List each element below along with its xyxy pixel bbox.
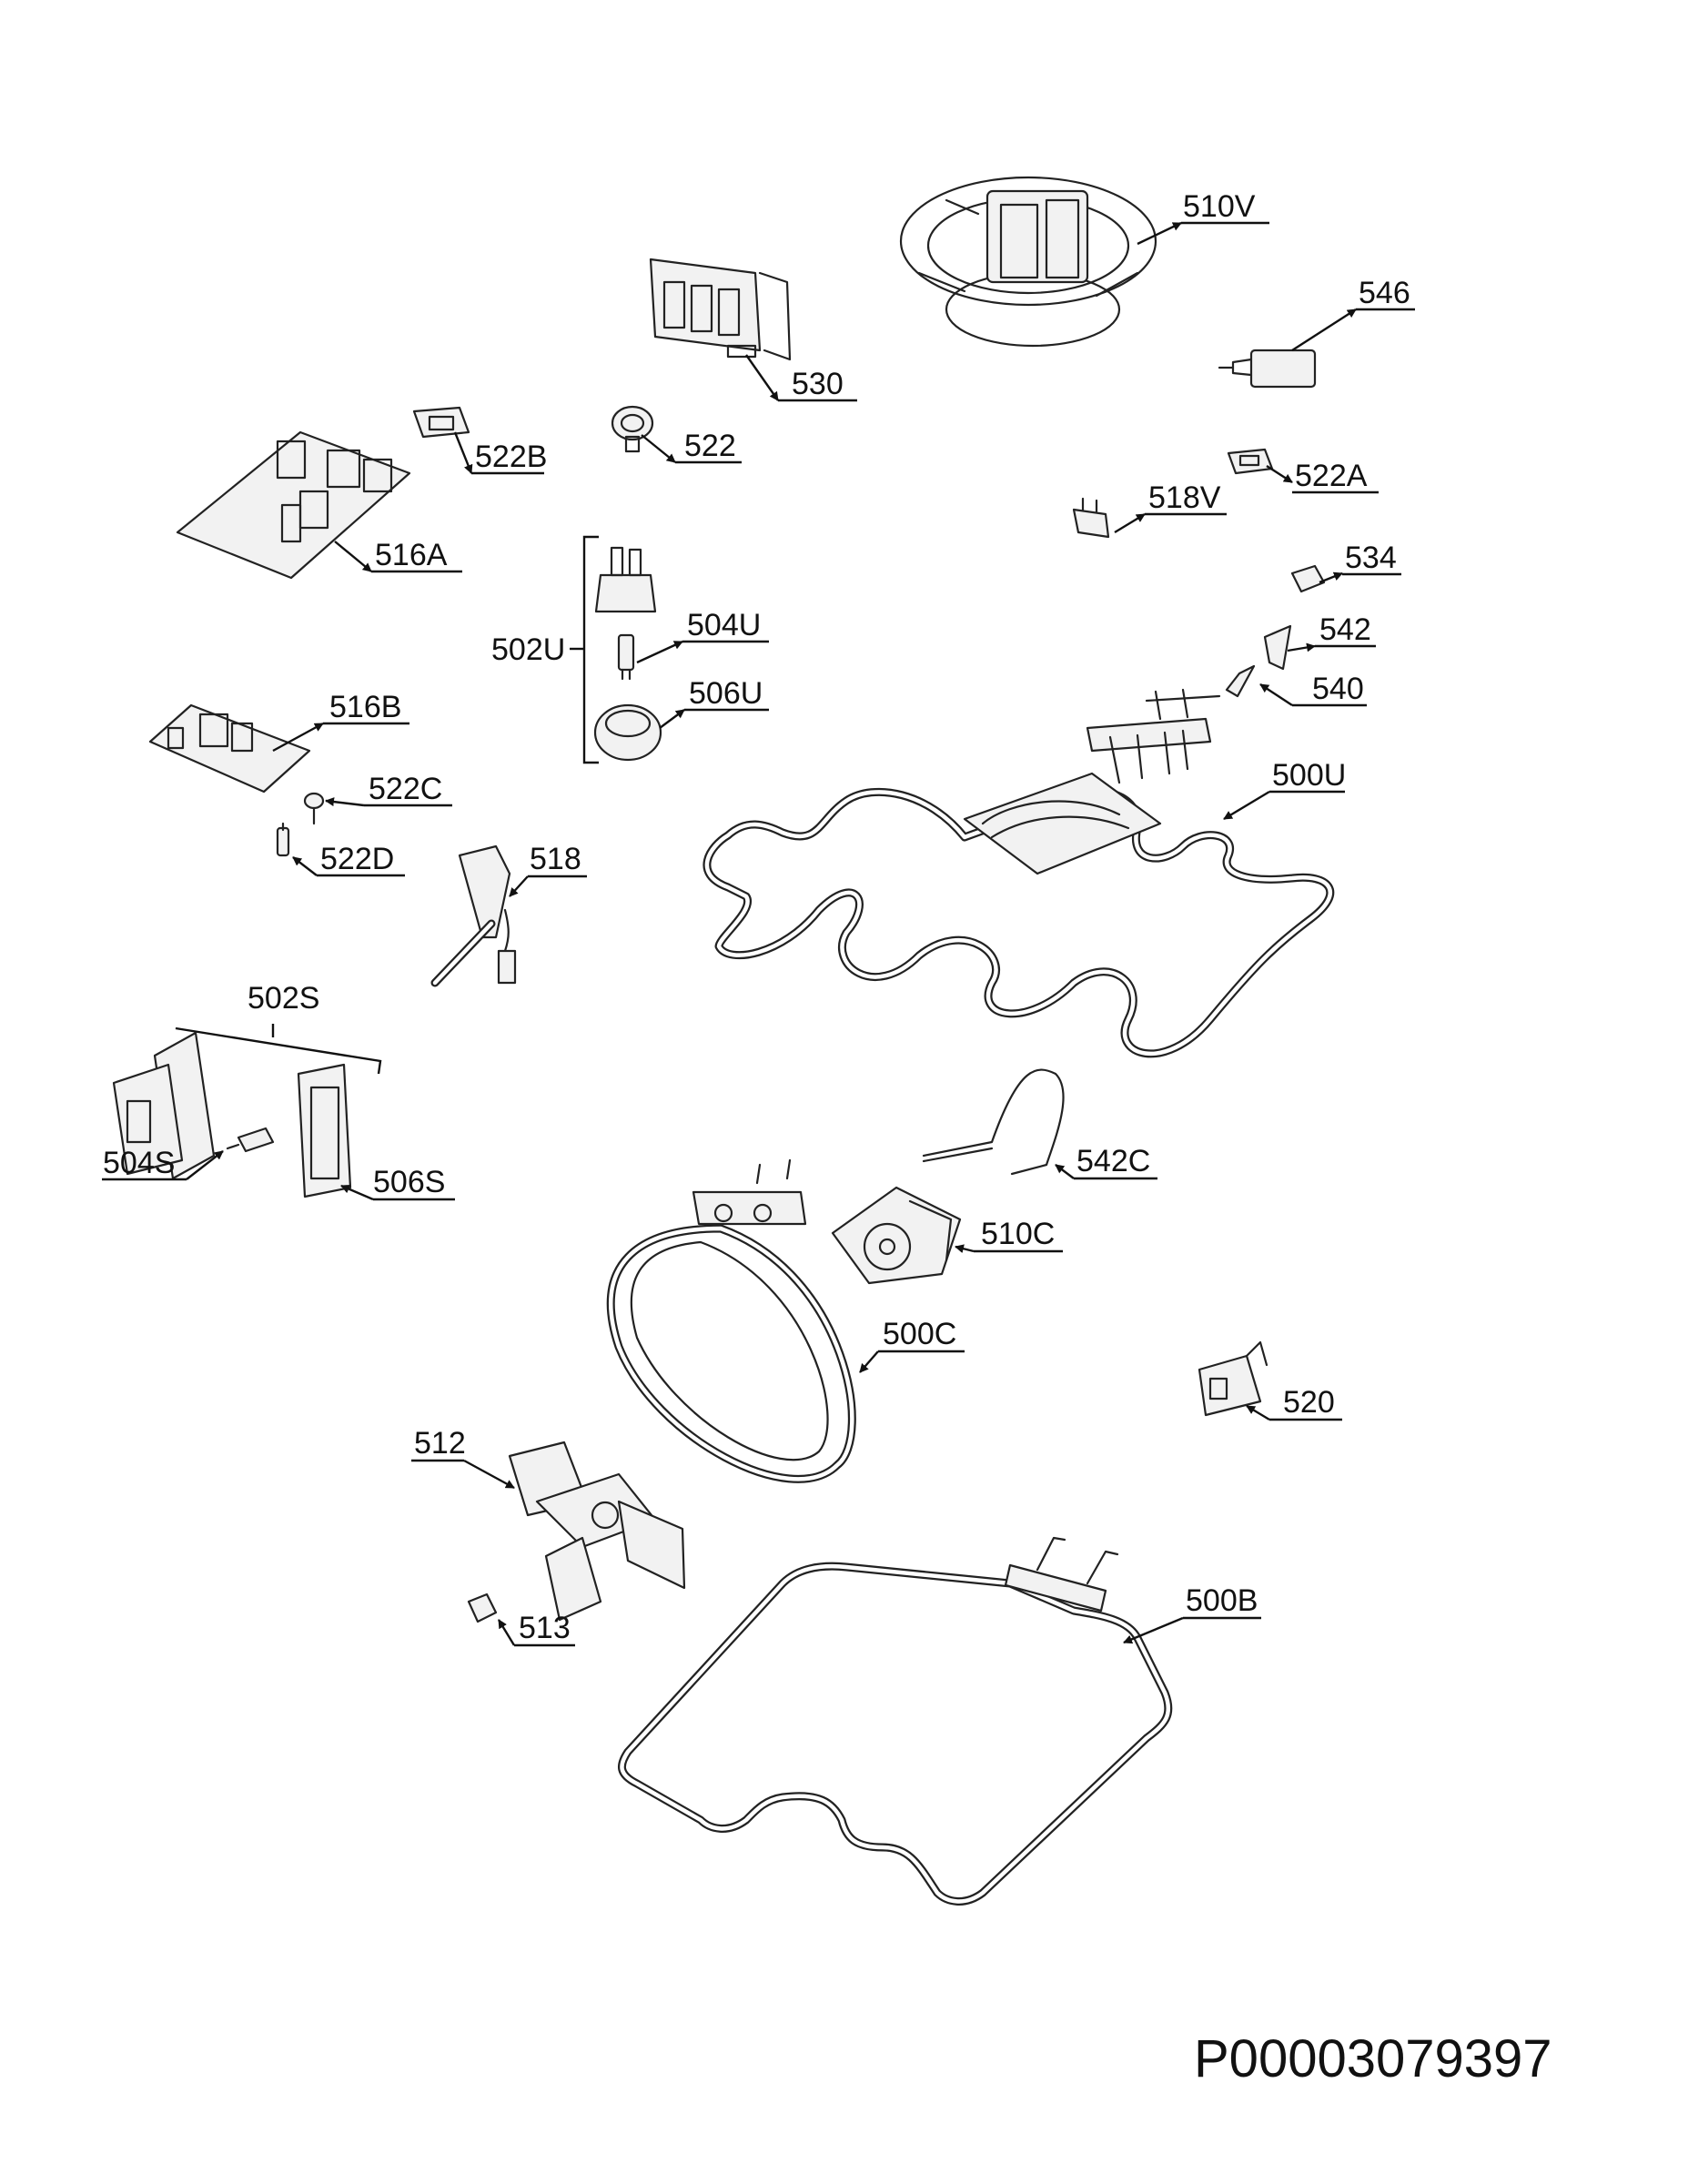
part-540-clip: [1225, 664, 1256, 698]
part-502U-lamp-housing: [594, 546, 657, 613]
part-518-temperature-sensor: [430, 844, 517, 987]
part-516B-board: [148, 703, 311, 794]
leader-510C: [955, 1244, 975, 1254]
label-506S: 506S: [373, 1165, 445, 1199]
part-510V-fan-assembly: [899, 176, 1157, 348]
part-502S-lamp-housing: [112, 1031, 216, 1180]
label-504U: 504U: [687, 608, 761, 642]
label-513: 513: [519, 1611, 571, 1645]
label-542: 542: [1319, 612, 1371, 647]
part-518V-sensor-clip: [1072, 497, 1110, 539]
part-500U-top-heating-element: [702, 688, 1335, 1058]
leader-540: [1259, 682, 1293, 707]
part-522-thermostat: [611, 405, 654, 453]
label-510C: 510C: [981, 1217, 1055, 1251]
leader-530: [745, 354, 779, 401]
label-518V: 518V: [1148, 480, 1221, 515]
leader-500C: [859, 1350, 879, 1373]
part-506U-lamp-cover: [593, 703, 662, 762]
label-530: 530: [792, 367, 844, 401]
leader-516B: [272, 722, 324, 753]
label-522: 522: [684, 429, 736, 463]
part-510C-fan-motor: [831, 1186, 962, 1285]
label-540: 540: [1312, 672, 1364, 706]
label-518: 518: [530, 842, 581, 876]
part-530-terminal-block: [649, 258, 792, 361]
part-500C-circular-heating-element: [606, 1158, 856, 1483]
leader-500B: [1123, 1616, 1184, 1644]
leader-518: [509, 875, 529, 897]
leader-546: [1291, 308, 1357, 352]
leader-522B: [453, 431, 473, 474]
part-522B-bracket: [412, 406, 470, 439]
label-504S: 504S: [103, 1146, 175, 1180]
leader-518V: [1114, 512, 1146, 534]
part-520-door-switch: [1198, 1340, 1268, 1417]
leader-506S: [340, 1184, 374, 1201]
label-512: 512: [414, 1426, 466, 1461]
part-522A-bracket: [1227, 448, 1274, 475]
label-510V: 510V: [1183, 189, 1256, 224]
part-500B-bottom-heating-element: [618, 1536, 1173, 1906]
label-516A: 516A: [375, 538, 448, 572]
leader-542C: [1055, 1164, 1075, 1179]
label-522D: 522D: [320, 842, 394, 876]
part-546-switch: [1218, 349, 1317, 389]
leader-512: [463, 1459, 515, 1490]
leader-504S: [186, 1150, 224, 1180]
leader-522C: [325, 797, 365, 807]
label-502U: 502U: [491, 632, 565, 667]
part-522D-fuse: [276, 822, 290, 857]
document-number: P00003079397: [1194, 2029, 1552, 2088]
part-516A-control-board: [176, 430, 411, 580]
label-542C: 542C: [1076, 1144, 1150, 1178]
bracket-502S: [175, 1026, 382, 1075]
part-542-spring: [1263, 624, 1292, 671]
part-522C-fuse: [303, 792, 325, 825]
label-522C: 522C: [369, 772, 442, 806]
label-500U: 500U: [1272, 758, 1346, 793]
part-534-knob: [1290, 564, 1326, 593]
leader-534: [1319, 571, 1343, 584]
label-546: 546: [1359, 276, 1410, 310]
part-504S-lamp-bulb: [226, 1127, 275, 1153]
label-500B: 500B: [1186, 1583, 1258, 1618]
leader-506U: [659, 709, 685, 729]
label-522A: 522A: [1295, 459, 1368, 493]
label-502S: 502S: [248, 981, 319, 1016]
part-506S-lamp-cover: [297, 1063, 352, 1198]
label-506U: 506U: [689, 676, 763, 711]
leader-522A: [1266, 464, 1293, 484]
label-534: 534: [1345, 541, 1397, 575]
label-500C: 500C: [883, 1317, 956, 1351]
leader-504U: [636, 640, 683, 664]
part-542C-spring: [922, 1068, 1065, 1176]
leader-510V: [1137, 221, 1182, 246]
part-504U-lamp-bulb: [617, 633, 635, 681]
label-520: 520: [1283, 1385, 1335, 1420]
label-516B: 516B: [329, 690, 401, 724]
leader-513: [497, 1619, 516, 1646]
leader-520: [1246, 1404, 1270, 1421]
leader-522: [641, 434, 676, 463]
leader-516A: [334, 541, 372, 572]
leader-542: [1287, 642, 1316, 652]
leader-522D: [292, 856, 318, 876]
part-512-fan-blade: [508, 1441, 686, 1622]
label-522B: 522B: [475, 440, 547, 474]
part-513-nut: [467, 1592, 498, 1623]
leader-500U: [1223, 790, 1270, 821]
